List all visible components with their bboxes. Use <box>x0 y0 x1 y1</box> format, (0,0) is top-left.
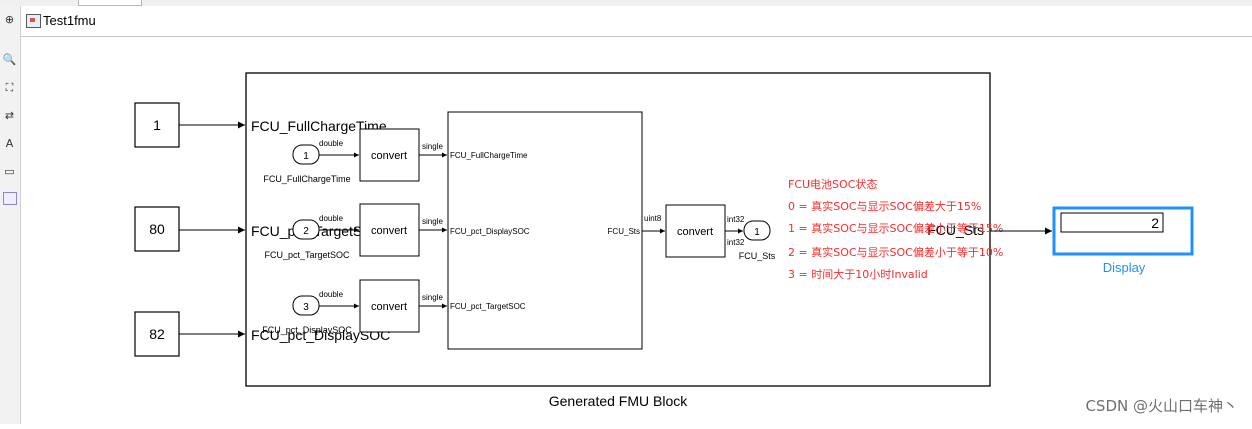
model-breadcrumb[interactable]: Test1fmu <box>43 13 96 28</box>
model-tab[interactable] <box>78 0 142 6</box>
outport-number: 1 <box>754 227 760 238</box>
constant-value: 82 <box>149 326 165 342</box>
blank-box-icon[interactable] <box>3 192 17 205</box>
signal-type-label: int32 <box>727 238 745 247</box>
signal-type-label: double <box>319 290 344 299</box>
image-icon[interactable]: ▭ <box>4 165 15 178</box>
annotation-line: FCU电池SOC状态 <box>788 177 877 191</box>
fmu-outport-label: FCU_Sts <box>927 222 984 238</box>
inner-inport-3[interactable]: 3 <box>292 295 320 316</box>
fmu-inport-label: FCU_FullChargeTime <box>251 118 387 134</box>
convert-label: convert <box>371 301 407 313</box>
inport-name: FCU_FullChargeTime <box>263 174 350 184</box>
inport-name: FCU_pct_DisplaySOC <box>262 325 352 335</box>
signal-type-label: int32 <box>727 215 745 224</box>
constant-block-2[interactable]: 80 <box>134 206 180 252</box>
inner-subsystem-block[interactable] <box>447 111 643 350</box>
model-diagram: 1 80 82 Generated FMU Block FCU_FullChar… <box>134 72 1194 409</box>
constant-block-3[interactable]: 82 <box>134 311 180 357</box>
model-icon <box>26 14 41 28</box>
inport-number: 3 <box>303 302 309 313</box>
constant-block-1[interactable]: 1 <box>134 102 180 148</box>
subsystem-inport-label: FCU_pct_DisplaySOC <box>450 227 530 236</box>
inport-name: FCU_pct_TargetSOC <box>264 250 350 260</box>
output-convert-block[interactable]: convert <box>665 204 726 258</box>
display-block[interactable]: 2 <box>1052 206 1194 256</box>
annotation-line: 2 = 真实SOC与显示SOC偏差小于等于10% <box>788 245 1003 259</box>
watermark: CSDN @火山口车神丶 <box>1085 397 1238 415</box>
signal-type-label: double <box>319 214 344 223</box>
constant-value: 1 <box>153 117 161 133</box>
subsystem-inport-label: FCU_pct_TargetSOC <box>450 302 526 311</box>
signal-type-label: single <box>422 293 443 302</box>
annotation-line: 0 = 真实SOC与显示SOC偏差大于15% <box>788 199 981 213</box>
inner-inport-1[interactable]: 1 <box>292 144 320 165</box>
fmu-inport-label: FCU_pct_DisplaySOC <box>251 327 390 343</box>
signal-type-label: uint8 <box>644 214 662 223</box>
constant-value: 80 <box>149 221 165 237</box>
outport-name: FCU_Sts <box>739 251 776 261</box>
convert-block-2[interactable]: convert <box>359 203 420 257</box>
inport-number: 2 <box>303 226 309 237</box>
inner-outport[interactable]: 1 <box>743 220 771 241</box>
subsystem-inport-label: FCU_FullChargeTime <box>450 151 528 160</box>
signal-type-label: single <box>422 217 443 226</box>
inner-inport-2[interactable]: 2 <box>292 219 320 240</box>
signal-type-label: double <box>319 139 344 148</box>
signal-type-label: single <box>422 142 443 151</box>
zoom-in-icon[interactable]: 🔍 <box>2 53 17 66</box>
left-toolbar: ⊕ 🔍 ⛶ ⇄ A ▭ <box>0 6 21 424</box>
arrows-icon[interactable]: ⇄ <box>4 109 15 122</box>
address-bar: Test1fmu <box>21 6 1252 37</box>
hide-show-icon[interactable]: ⊕ <box>4 13 15 26</box>
convert-block-1[interactable]: convert <box>359 128 420 182</box>
inport-number: 1 <box>303 151 309 162</box>
fmu-block-label: Generated FMU Block <box>549 393 688 409</box>
soc-status-annotation[interactable]: FCU电池SOC状态 0 = 真实SOC与显示SOC偏差大于15% 1 = 真实… <box>788 177 1003 281</box>
annotation-line: 3 = 时间大于10小时Invalid <box>788 267 928 281</box>
model-canvas[interactable]: 1 80 82 Generated FMU Block FCU_FullChar… <box>21 37 1252 424</box>
annotation-line: 1 = 真实SOC与显示SOC偏差小于等于15% <box>788 221 1003 235</box>
subsystem-outport-label: FCU_Sts <box>608 227 640 236</box>
convert-label: convert <box>371 150 407 162</box>
display-label: Display <box>1103 260 1146 275</box>
fit-view-icon[interactable]: ⛶ <box>5 81 14 94</box>
convert-label: convert <box>371 225 407 237</box>
display-value: 2 <box>1151 215 1159 231</box>
annotation-icon[interactable]: A <box>5 137 14 150</box>
convert-label: convert <box>677 226 713 238</box>
convert-block-3[interactable]: convert <box>359 279 420 333</box>
